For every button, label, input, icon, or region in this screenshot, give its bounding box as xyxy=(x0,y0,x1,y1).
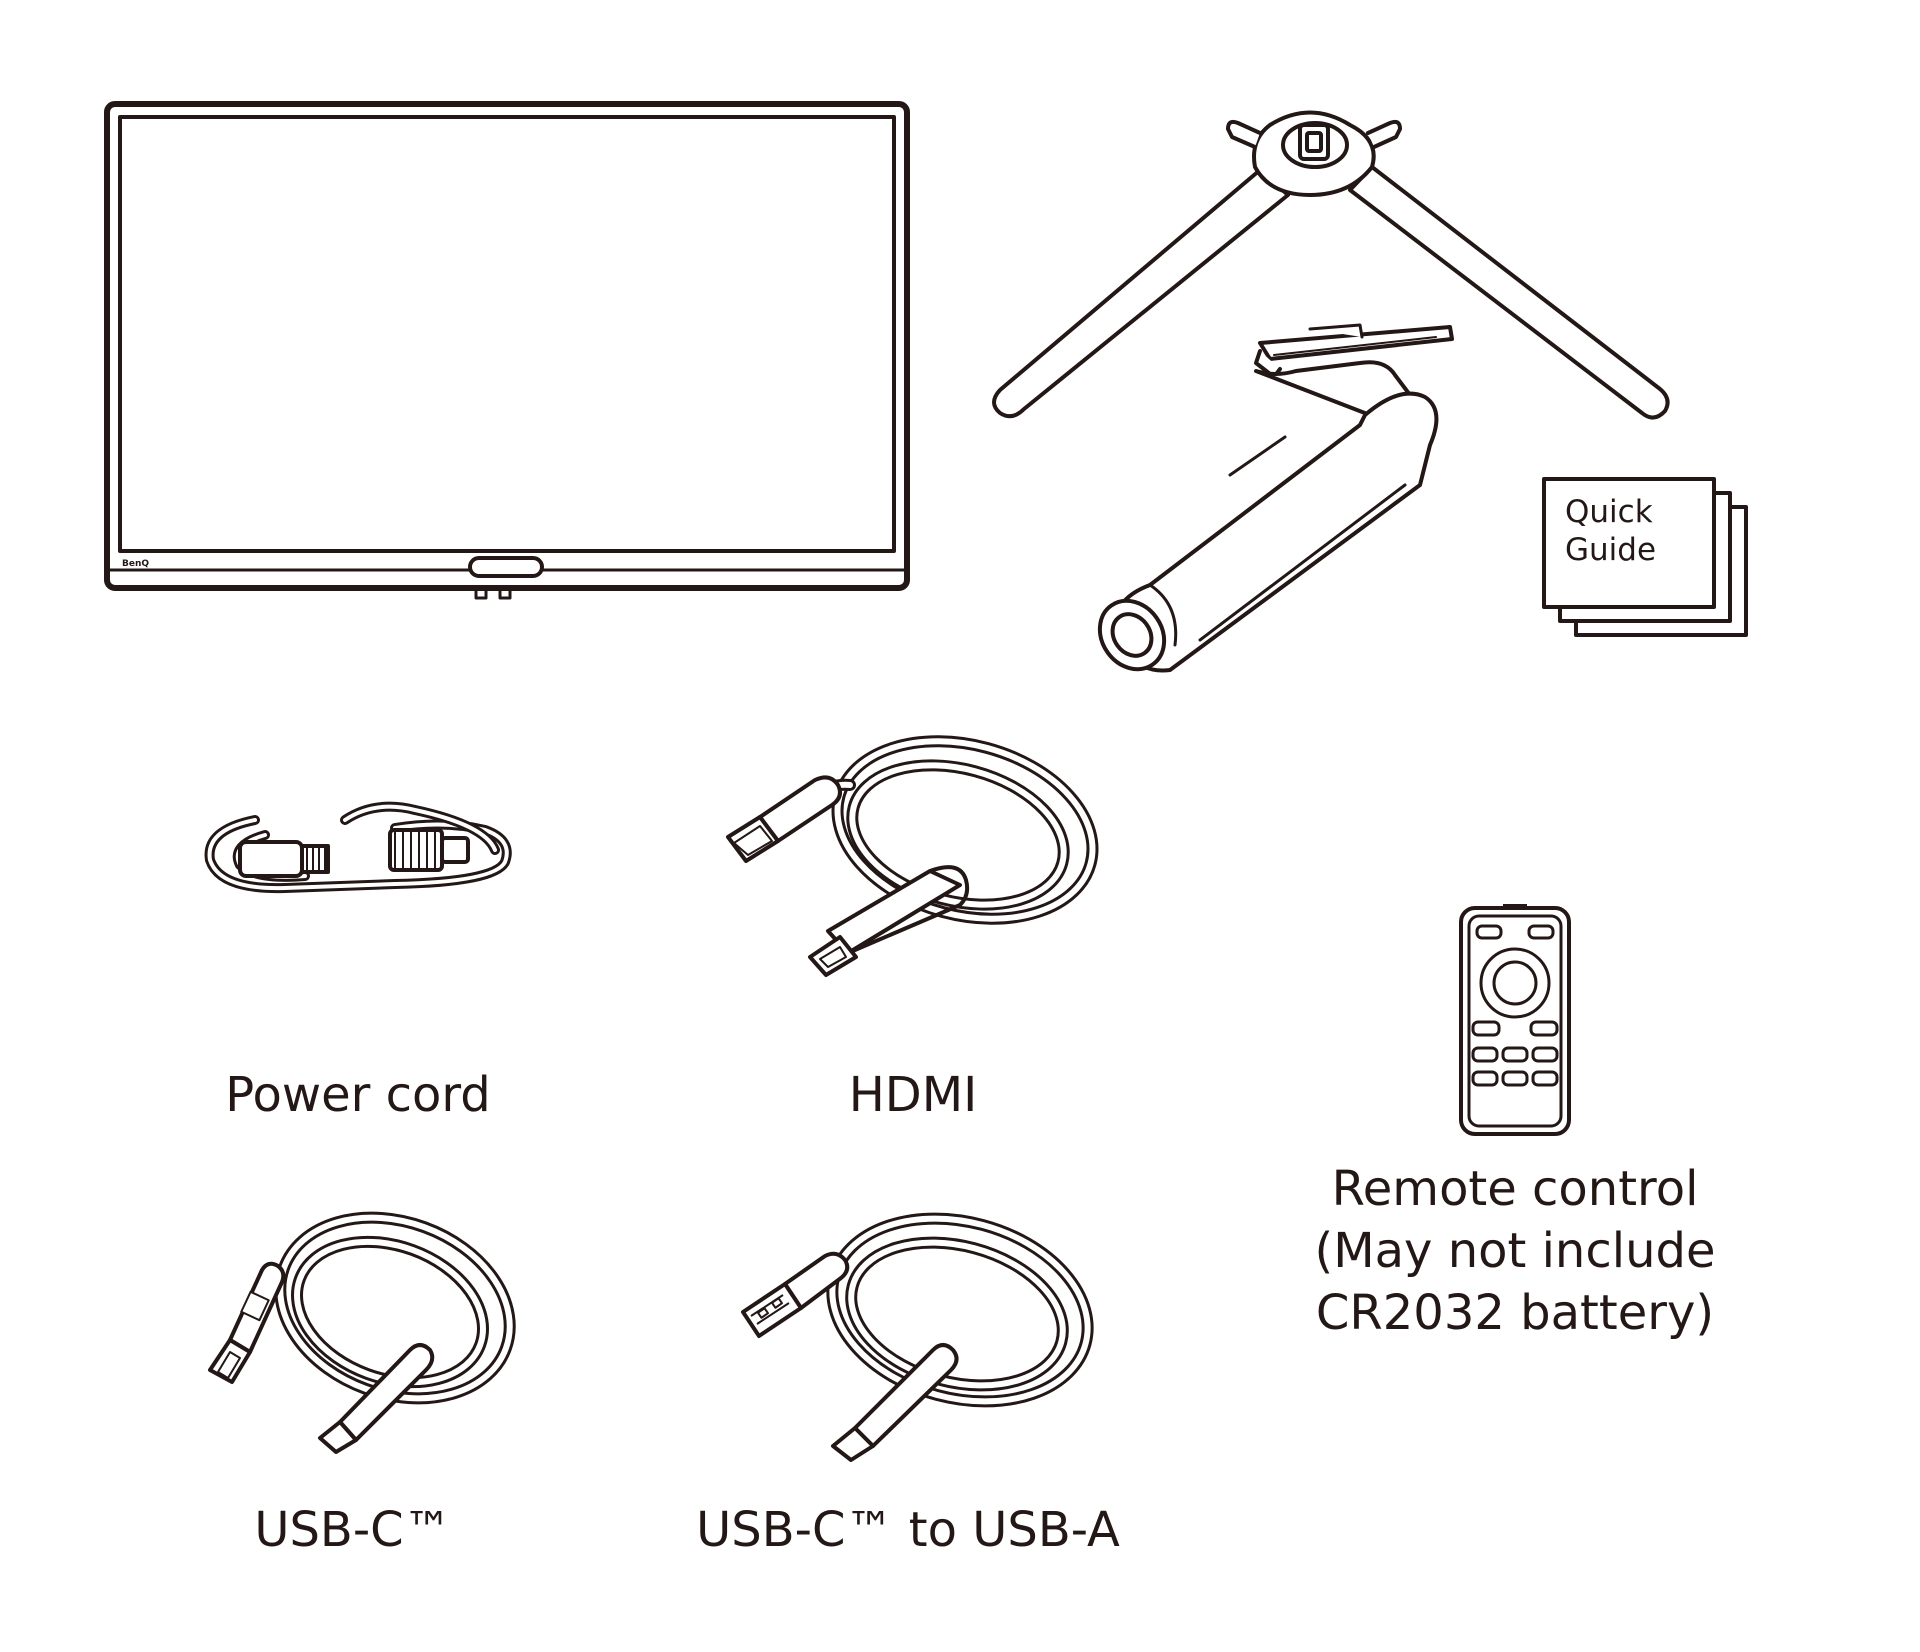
quick-guide-line1: Quick xyxy=(1565,494,1653,530)
monitor-illustration xyxy=(100,100,920,600)
stand-neck-illustration xyxy=(1060,315,1480,685)
remote-control-illustration xyxy=(1455,900,1575,1140)
quick-guide-title: Quick Guide xyxy=(1565,493,1656,569)
usb-c-cable-illustration xyxy=(190,1200,530,1445)
power-cord-label: Power cord xyxy=(225,1067,491,1123)
usb-c-label: USB-C™ xyxy=(254,1502,452,1558)
quick-guide-line2: Guide xyxy=(1565,532,1657,568)
monitor-brand-logo: BenQ xyxy=(122,559,150,569)
hdmi-cable-illustration xyxy=(720,725,1110,975)
quick-guide-illustration xyxy=(1540,475,1760,650)
usb-c-to-usb-a-cable-illustration xyxy=(725,1200,1105,1455)
remote-label-line3: CR2032 battery) xyxy=(1315,1285,1715,1341)
power-cord-illustration xyxy=(195,780,535,920)
usb-c-to-usb-a-label: USB-C™ to USB-A xyxy=(696,1502,1120,1558)
remote-label-line1: Remote control xyxy=(1331,1161,1699,1217)
remote-label-line2: (May not include xyxy=(1314,1223,1716,1279)
stand-base-illustration xyxy=(970,95,1690,435)
hdmi-label: HDMI xyxy=(848,1067,978,1123)
remote-control-label: Remote control (May not include CR2032 b… xyxy=(1315,1158,1716,1344)
